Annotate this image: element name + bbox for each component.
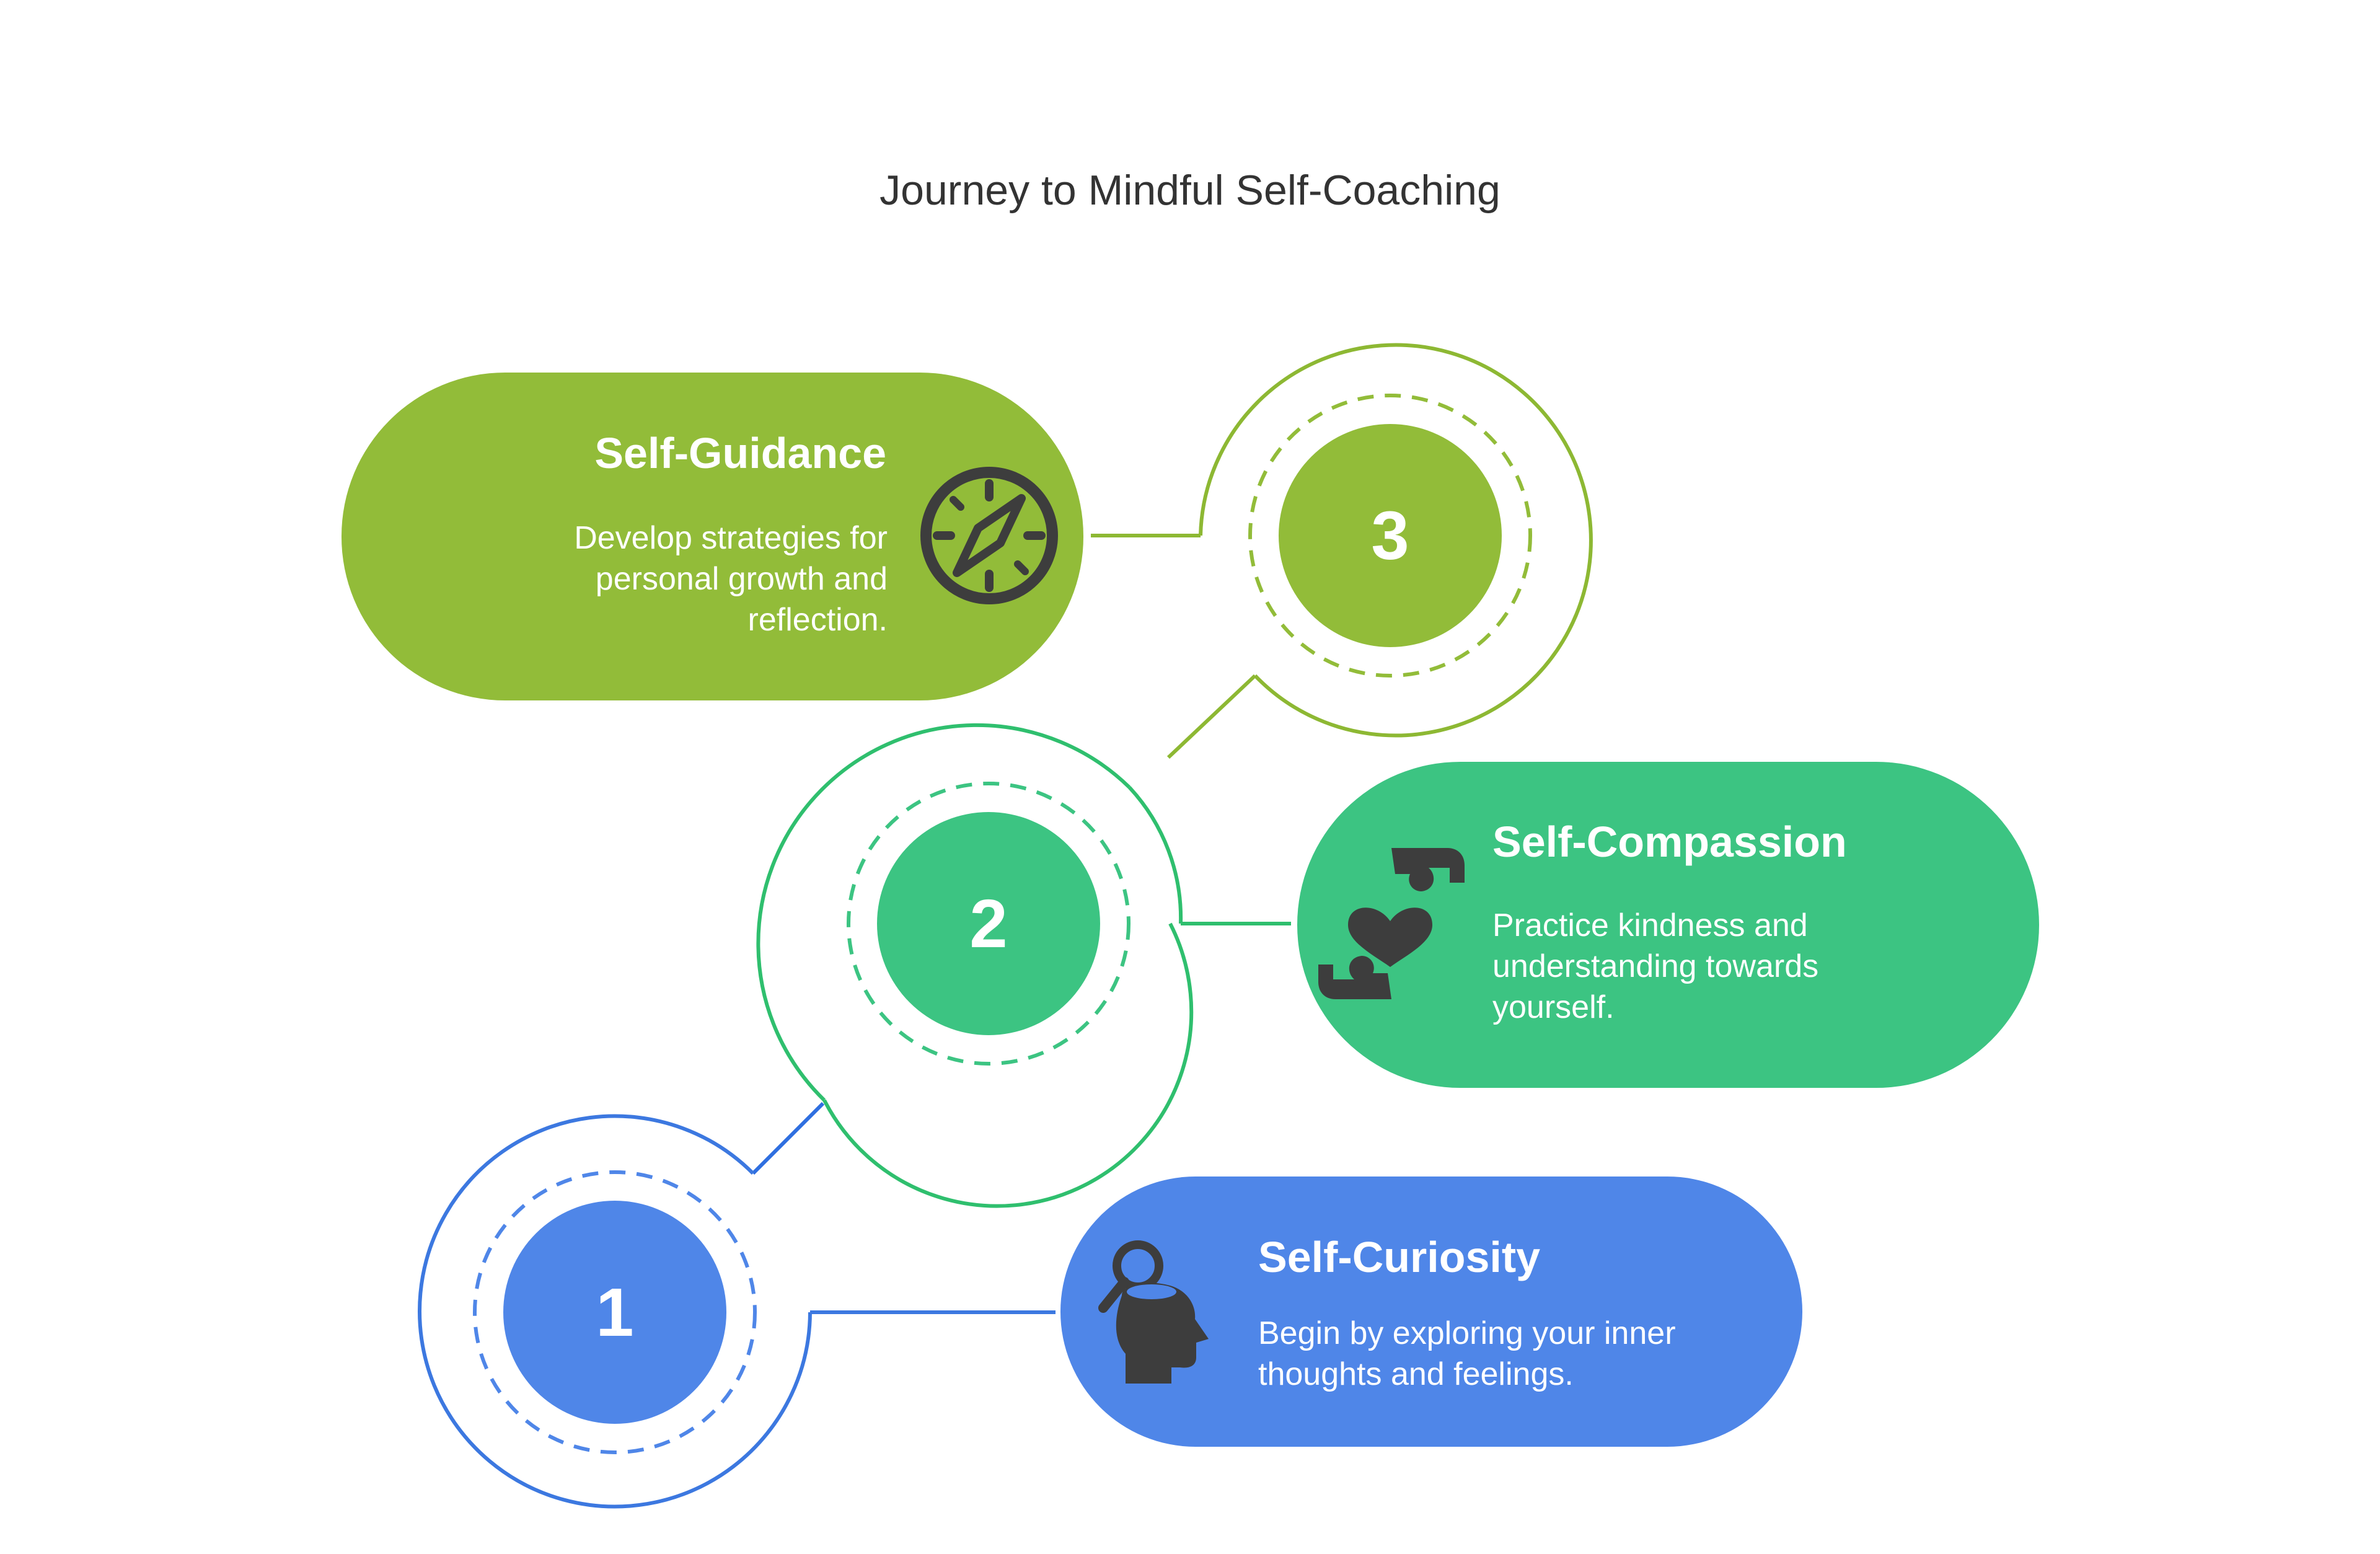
step-1-dashed-ring: [473, 1170, 757, 1454]
diagram-title: Journey to Mindful Self-Coaching: [879, 167, 1501, 214]
step-2-desc-line-2: understanding towards: [1492, 948, 1818, 984]
step-3-desc-line-2: personal growth and: [596, 561, 888, 597]
step-2-number: 2: [969, 886, 1007, 962]
step-1-desc-line-2: thoughts and feelings.: [1258, 1356, 1574, 1392]
step-2: 2 Self-Compassion Practice kindness and …: [756, 723, 2039, 1208]
step-2-dashed-ring: [847, 782, 1130, 1066]
connector-1-to-2: [751, 1101, 825, 1175]
step-2-outer-ring-b: [822, 922, 1194, 1208]
step-1-title: Self-Curiosity: [1258, 1233, 1540, 1281]
step-1-outer-ring: [418, 1114, 812, 1509]
step-3-desc-line-3: reflection.: [748, 602, 888, 638]
step-2-desc-line-1: Practice kindness and: [1492, 907, 1808, 943]
step-3-outer-ring: [1199, 343, 1593, 738]
step-2-outer-ring-a: [756, 723, 1131, 1102]
step-2-number-circle: [877, 812, 1100, 1035]
step-3-number: 3: [1371, 498, 1409, 574]
step-1-box: [1060, 1177, 1802, 1447]
connector-2-to-3: [1166, 674, 1257, 759]
step-3-desc-line-1: Develop strategies for: [574, 520, 888, 556]
step-3-number-circle: [1279, 424, 1502, 647]
step-1-desc-line-1: Begin by exploring your inner: [1258, 1315, 1676, 1351]
step-3-dashed-ring: [1248, 394, 1532, 678]
step-3-box: [342, 373, 1083, 700]
head-magnifier-icon: [1098, 1240, 1209, 1384]
step-3: 3 Self-Guidance Develop strategies for p…: [342, 343, 1593, 738]
compass-icon: [920, 467, 1058, 604]
step-2-box: [1297, 762, 2039, 1088]
hands-heart-icon: [1318, 848, 1465, 999]
step-1: 1 Self-Curiosity Begin by exploring your…: [418, 1114, 1802, 1509]
step-2-desc-line-3: yourself.: [1492, 989, 1615, 1025]
step-2-title: Self-Compassion: [1492, 818, 1847, 866]
step-3-title: Self-Guidance: [594, 429, 886, 477]
step-1-number-circle: [503, 1201, 726, 1424]
step-1-number: 1: [596, 1274, 633, 1351]
